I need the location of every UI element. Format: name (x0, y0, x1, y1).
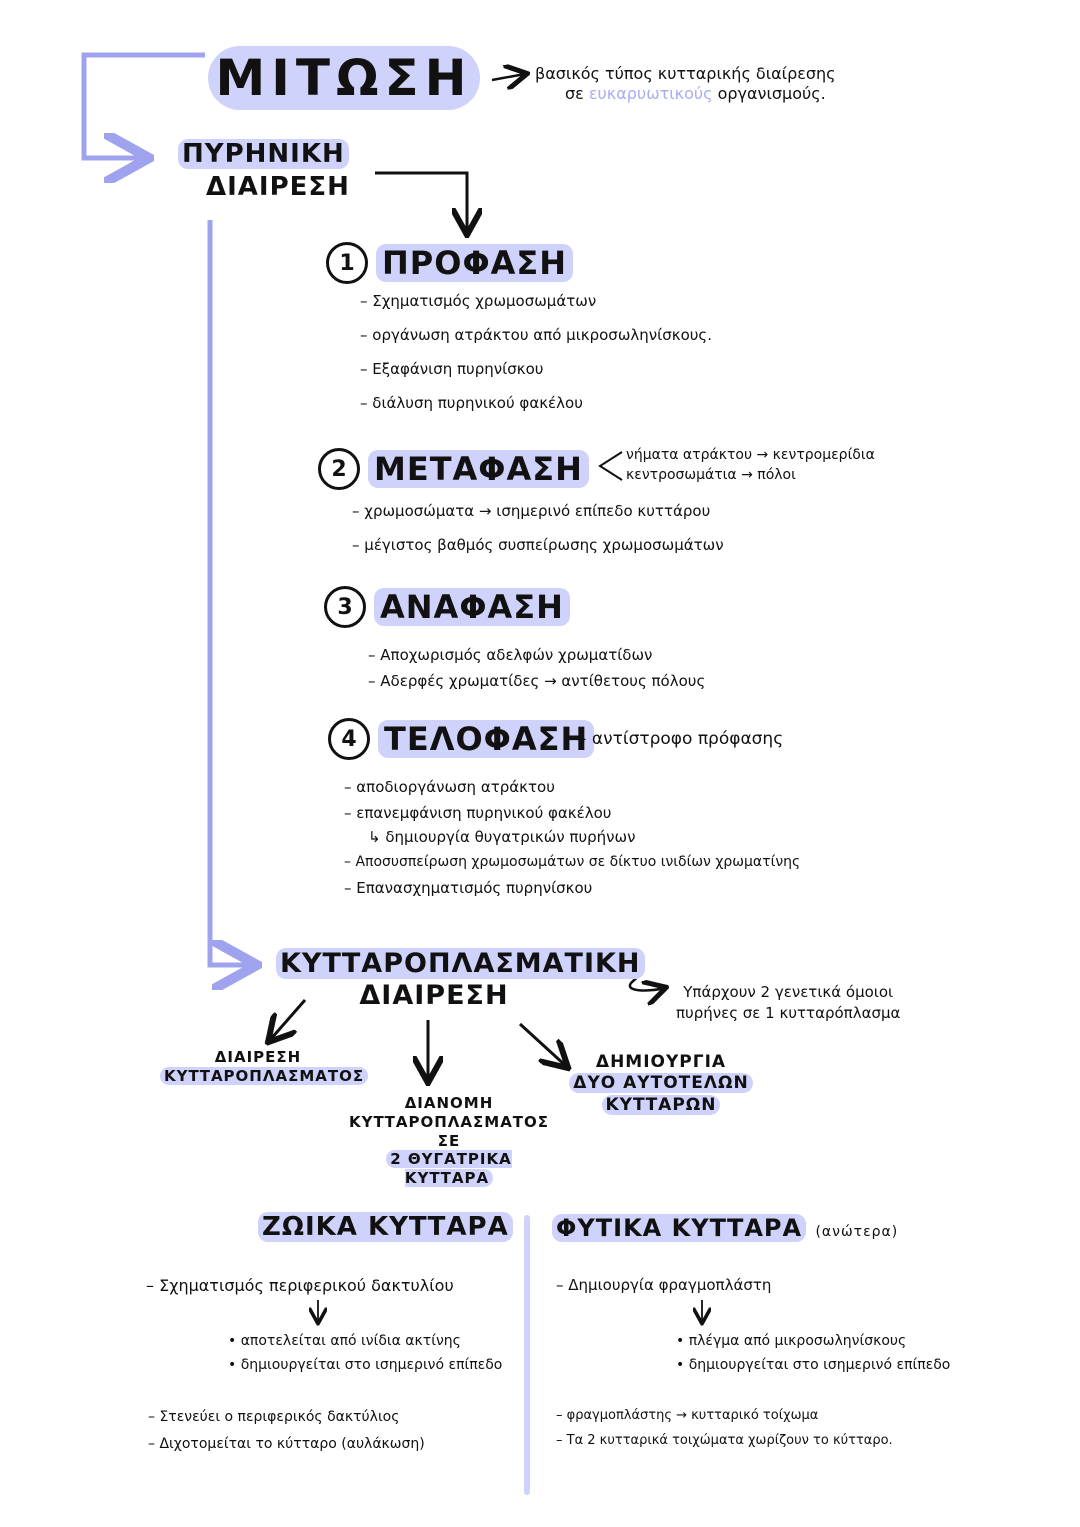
phase-4-number: 4 (328, 718, 370, 760)
nuclear-line2: ΔΙΑΙΡΕΣΗ (206, 171, 350, 202)
animal-bullet-3: – Διχοτομείται το κύτταρο (αυλάκωση) (148, 1435, 425, 1452)
bracket-title-to-nuclear (81, 52, 205, 158)
cyto-mid-line2: ΚΥΤΤΑΡΟΠΛΑΣΜΑΤΟΣ ΣΕ (348, 1112, 550, 1150)
phase-4-bullet: Αποσυσπείρωση χρωμοσωμάτων σε δίκτυο ινι… (355, 854, 801, 870)
cyto-note: Υπάρχουν 2 γενετικά όμοιοι πυρήνες σε 1 … (676, 982, 900, 1024)
animal-subbullets: • αποτελείται από ινίδια ακτίνης • δημιο… (228, 1330, 502, 1378)
arrow-title-note (491, 74, 525, 80)
phase-1-heading: 1 ΠΡΟΦΑΣΗ (326, 242, 574, 284)
phase-2-side2: κεντροσωμάτια → πόλοι (626, 467, 796, 484)
cyto-right-line2: ΔΥΟ ΑΥΤΟΤΕΛΩΝ (569, 1073, 753, 1094)
cyto-left-line2: ΚΥΤΤΑΡΟΠΛΑΣΜΑΤΟΣ (160, 1066, 369, 1085)
animal-subbullet: • αποτελείται από ινίδια ακτίνης (228, 1333, 461, 1349)
phase-1-bullets: – Σχηματισμός χρωμοσωμάτων – οργάνωση ατ… (360, 292, 712, 412)
animal-cells-title: ΖΩΙΚΑ ΚΥΤΤΑΡΑ (258, 1212, 513, 1242)
plant-bullet-2: – φραγμοπλάστης → κυτταρικό τοίχωμα (556, 1408, 819, 1423)
phase-2-side1: νήματα ατράκτου → κεντρομερίδια (626, 447, 875, 463)
phase-4-bullets: – αποδιοργάνωση ατράκτου – επανεμφάνιση … (344, 778, 801, 897)
title-note-suffix: οργανισμούς. (717, 84, 826, 103)
cyto-left-label: ΔΙΑΙΡΕΣΗ ΚΥΤΤΑΡΟΠΛΑΣΜΑΤΟΣ (160, 1048, 369, 1086)
phase-4-heading: 4 ΤΕΛΟΦΑΣΗ (328, 718, 595, 760)
phase-2-bullet: χρωμοσώματα → ισημερινό επίπεδο κυττάρου (364, 502, 711, 520)
phase-4-sub-bullet: ↳ δημιουργία θυγατρικών πυρήνων (368, 828, 636, 846)
phase-3-bullets: – Αποχωρισμός αδελφών χρωματίδων – Αδερφ… (368, 646, 706, 690)
arrow-cyto-right (518, 1022, 566, 1066)
metaphase-bracket (598, 451, 623, 481)
plant-bullet-3: – Τα 2 κυτταρικά τοιχώματα χωρίζουν το κ… (556, 1432, 893, 1448)
line-nuclear-to-cyto (207, 220, 252, 965)
title-note-line1: βασικός τύπος κυτταρικής διαίρεσης (535, 64, 836, 83)
cyto-mid-label: ΔΙΑΝΟΜΗ ΚΥΤΤΑΡΟΠΛΑΣΜΑΤΟΣ ΣΕ 2 ΘΥΓΑΤΡΙΚΑ … (340, 1094, 558, 1188)
phase-2-bullet: μέγιστος βαθμός συσπείρωσης χρωμοσωμάτων (364, 536, 724, 554)
phase-1-name: ΠΡΟΦΑΣΗ (376, 244, 574, 282)
phase-3-heading: 3 ΑΝΑΦΑΣΗ (324, 586, 570, 628)
cyto-right-line1: ΔΗΜΙΟΥΡΓΙΑ (595, 1052, 727, 1072)
nuclear-line1: ΠΥΡΗΝΙΚΗ (178, 139, 349, 169)
phase-1-number: 1 (326, 242, 368, 284)
phase-4-bullet: επανεμφάνιση πυρηνικού φακέλου (356, 804, 612, 822)
cyto-left-line1: ΔΙΑΙΡΕΣΗ (214, 1048, 302, 1066)
cyto-line1: ΚΥΤΤΑΡΟΠΛΑΣΜΑΤΙΚΗ (276, 948, 645, 979)
phase-3-name: ΑΝΑΦΑΣΗ (374, 588, 570, 626)
plant-subbullet: • πλέγμα από μικροσωληνίσκους (676, 1333, 907, 1349)
phase-2-side-notes: νήματα ατράκτου → κεντρομερίδια κεντροσω… (626, 445, 875, 486)
phase-3-bullet: Αποχωρισμός αδελφών χρωματίδων (380, 646, 653, 664)
plant-subbullets: • πλέγμα από μικροσωληνίσκους • δημιουργ… (676, 1330, 950, 1378)
phase-1-bullet: Εξαφάνιση πυρηνίσκου (372, 360, 544, 378)
phase-3-bullet: Αδερφές χρωματίδες → αντίθετους πόλους (380, 672, 706, 690)
phase-4-side-note: – αντίστροφο πρόφασης (578, 729, 784, 749)
cyto-line2: ΔΙΑΙΡΕΣΗ (359, 980, 509, 1012)
phase-2-bullets: – χρωμοσώματα → ισημερινό επίπεδο κυττάρ… (352, 502, 724, 554)
arrow-cyto-left (270, 999, 307, 1040)
phase-4-bullet: Επανασχηματισμός πυρηνίσκου (356, 878, 593, 897)
arrow-nuclear-to-phases (375, 171, 467, 232)
cyto-note-line2: πυρήνες σε 1 κυτταρόπλασμα (676, 1004, 901, 1022)
phase-4-bullet: αποδιοργάνωση ατράκτου (356, 778, 555, 796)
title-note-prefix: σε (565, 84, 584, 103)
plant-cells-title: ΦΥΤΙΚΑ ΚΥΤΤΑΡΑ (ανώτερα) (552, 1214, 898, 1242)
phase-2-heading: 2 ΜΕΤΑΦΑΣΗ (318, 448, 589, 490)
title-note: βασικός τύπος κυτταρικής διαίρεσης σε ευ… (535, 64, 836, 104)
cyto-note-line1: Υπάρχουν 2 γενετικά όμοιοι (683, 983, 894, 1001)
cyto-right-line3: ΚΥΤΤΑΡΩΝ (601, 1094, 721, 1115)
page-title: ΜΙΤΩΣΗ (208, 46, 480, 110)
plant-bullet-1: – Δημιουργία φραγμοπλάστη (556, 1276, 772, 1294)
title-note-line2: σε ευκαρυωτικούς οργανισμούς. (535, 84, 836, 104)
plant-bottom-bullets: – φραγμοπλάστης → κυτταρικό τοίχωμα – Τα… (556, 1404, 893, 1453)
animal-bullet-2: – Στενεύει ο περιφερικός δακτύλιος (148, 1409, 400, 1425)
plant-qualifier: (ανώτερα) (815, 1224, 899, 1240)
nuclear-division-heading: ΠΥΡΗΝΙΚΗ ΔΙΑΙΡΕΣΗ (178, 138, 350, 203)
cyto-mid-line3: 2 ΘΥΓΑΤΡΙΚΑ ΚΥΤΤΑΡΑ (386, 1150, 512, 1187)
phase-1-bullet: οργάνωση ατράκτου από μικροσωληνίσκους. (372, 326, 712, 344)
phase-3-number: 3 (324, 586, 366, 628)
phase-4-name: ΤΕΛΟΦΑΣΗ (378, 720, 595, 758)
animal-bullet-1: – Σχηματισμός περιφερικού δακτυλίου (146, 1276, 454, 1295)
animal-bottom-bullets: – Στενεύει ο περιφερικός δακτύλιος – Διχ… (148, 1404, 425, 1457)
cyto-right-label: ΔΗΜΙΟΥΡΓΙΑ ΔΥΟ ΑΥΤΟΤΕΛΩΝ ΚΥΤΤΑΡΩΝ (566, 1052, 756, 1116)
animal-title-text: ΖΩΙΚΑ ΚΥΤΤΑΡΑ (258, 1212, 513, 1242)
cyto-division-heading: ΚΥΤΤΑΡΟΠΛΑΣΜΑΤΙΚΗ ΔΙΑΙΡΕΣΗ (276, 948, 645, 1013)
plant-subbullet: • δημιουργείται στο ισημερινό επίπεδο (676, 1356, 951, 1373)
phase-2-number: 2 (318, 448, 360, 490)
title-note-highlight: ευκαρυωτικούς (588, 84, 713, 103)
plant-title-text: ΦΥΤΙΚΑ ΚΥΤΤΑΡΑ (552, 1214, 807, 1242)
cyto-mid-line1: ΔΙΑΝΟΜΗ (404, 1094, 494, 1112)
phase-1-bullet: Σχηματισμός χρωμοσωμάτων (372, 292, 597, 310)
phase-1-bullet: διάλυση πυρηνικού φακέλου (372, 394, 583, 412)
animal-subbullet: • δημιουργείται στο ισημερινό επίπεδο (228, 1356, 503, 1373)
phase-2-name: ΜΕΤΑΦΑΣΗ (368, 450, 589, 488)
